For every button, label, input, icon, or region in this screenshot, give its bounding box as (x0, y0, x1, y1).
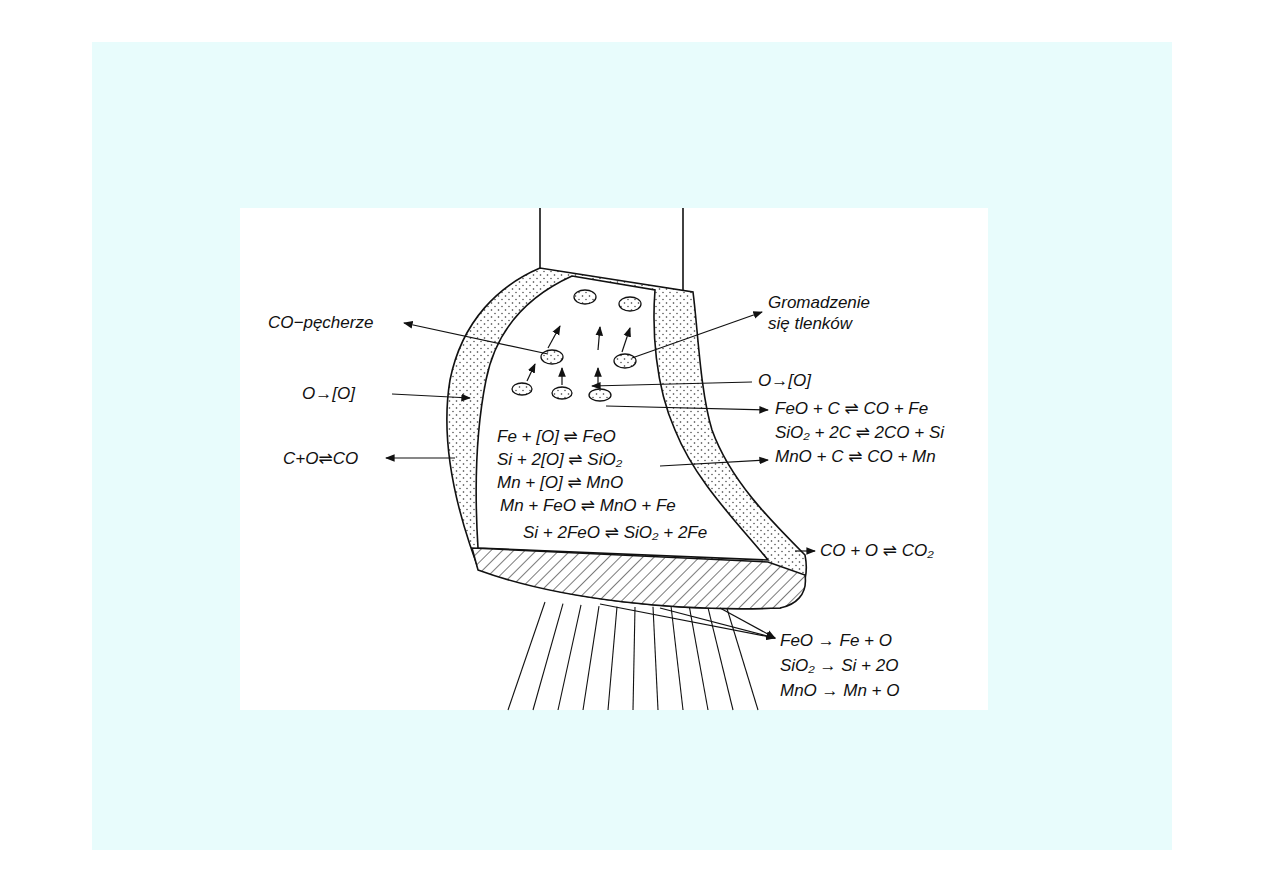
arc-ray (671, 606, 683, 710)
arc-ray (533, 604, 563, 710)
arc-ray (558, 605, 581, 710)
slag-coating (447, 268, 807, 609)
reaction-label: Fe + [O] ⇌ FeO (497, 426, 616, 447)
arc-ray (508, 602, 545, 710)
arc-ray (608, 607, 617, 710)
reaction-label: O→[O] (758, 370, 811, 391)
figure-ground (240, 208, 988, 710)
panel (92, 42, 1172, 850)
reaction-label: SiO₂ + 2C ⇌ 2CO + Si (775, 422, 944, 443)
arc-ray (583, 606, 599, 710)
reaction-label: Mn + [O] ⇌ MnO (497, 472, 623, 493)
arc-ray (633, 607, 635, 710)
callout-label: CO−pęcherze (268, 312, 373, 333)
reaction-label: C+O⇌CO (283, 448, 358, 469)
reaction-label: Si + 2FeO ⇌ SiO₂ + 2Fe (523, 522, 707, 543)
reaction-label: O→[O] (302, 383, 355, 404)
leader-arrows (386, 312, 815, 638)
reaction-label: FeO + C ⇌ CO + Fe (775, 398, 928, 419)
reaction-label: Si + 2[O] ⇌ SiO₂ (497, 449, 622, 470)
arc-rays (508, 602, 758, 710)
co-bubbles (512, 290, 641, 401)
electrode-edge (539, 208, 541, 272)
arc-ray (689, 605, 708, 710)
reaction-label: Mn + FeO ⇌ MnO + Fe (500, 495, 676, 516)
callout-label: Gromadzenie się tlenków (768, 292, 893, 334)
reaction-label: CO + O ⇌ CO₂ (820, 540, 934, 561)
weld-pool (472, 548, 805, 609)
reaction-label: MnO + C ⇌ CO + Mn (775, 446, 936, 467)
arc-ray (707, 604, 733, 710)
reaction-label: FeO → Fe + O (780, 630, 892, 651)
arc-ray (725, 602, 758, 710)
bubble-arrows (527, 326, 630, 387)
reaction-label: SiO₂ → Si + 2O (780, 655, 898, 676)
arc-ray (653, 607, 658, 710)
reaction-label: MnO → Mn + O (780, 680, 900, 701)
electrode-edge (682, 208, 684, 290)
